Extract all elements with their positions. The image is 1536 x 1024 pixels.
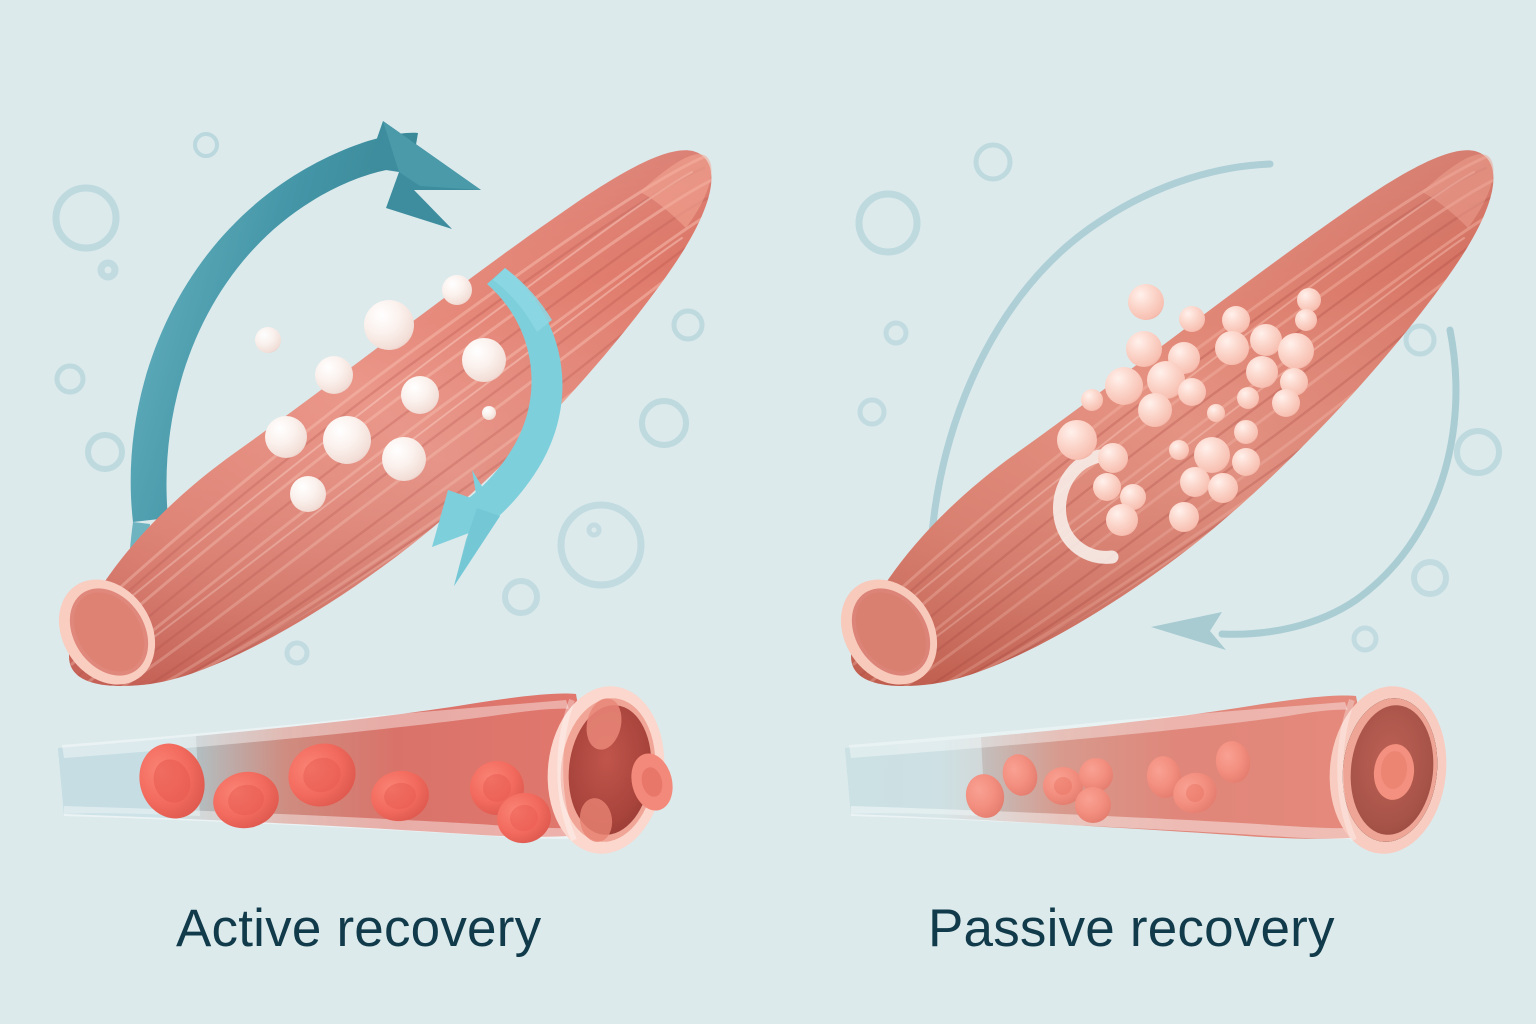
bubble-icon xyxy=(855,190,921,256)
caption-active: Active recovery xyxy=(176,899,542,958)
bubble-icon xyxy=(671,308,705,342)
arrowhead-icon xyxy=(432,470,500,586)
bubble-icon xyxy=(1454,428,1502,476)
bubble-icon xyxy=(284,640,310,666)
lower-circulation-arrow xyxy=(1151,326,1460,650)
tendon-cross-section xyxy=(58,579,156,685)
bubble-icon xyxy=(1351,625,1379,653)
outer-circulation-arc xyxy=(926,160,1274,624)
red-blood-cells-passive xyxy=(965,741,1251,823)
panel-passive xyxy=(840,142,1502,854)
bubble-icon xyxy=(1411,559,1449,597)
caption-passive: Passive recovery xyxy=(928,899,1335,958)
bubble-icon xyxy=(85,432,125,472)
bubble-icon xyxy=(857,397,887,427)
tendon-cross-section xyxy=(840,579,938,685)
blood-vessel-passive xyxy=(845,686,1447,854)
bubble-group-active xyxy=(52,132,705,666)
bubble-icon xyxy=(639,398,689,448)
lactate-spheres-passive xyxy=(1057,284,1321,536)
bubble-group-passive xyxy=(855,142,1502,653)
arrowhead-icon xyxy=(1151,612,1226,650)
red-blood-cells-active xyxy=(139,743,551,844)
bubble-icon xyxy=(883,320,909,346)
muscle-active xyxy=(58,150,712,687)
lactate-spheres-active xyxy=(255,275,506,512)
muscle-passive xyxy=(840,150,1494,687)
panel-active xyxy=(52,121,712,854)
bubble-icon xyxy=(52,184,120,252)
inner-circulation-arrow xyxy=(432,268,563,586)
bubble-icon xyxy=(557,501,645,589)
bubble-icon xyxy=(586,522,602,538)
bubble-icon xyxy=(973,142,1013,182)
blood-vessel-active xyxy=(58,686,673,854)
bubble-icon xyxy=(97,259,119,281)
bubble-icon xyxy=(502,578,540,616)
bubble-icon xyxy=(193,132,219,158)
bubble-icon xyxy=(54,363,86,395)
bubble-icon xyxy=(1403,323,1437,357)
residual-arc xyxy=(1053,448,1119,564)
